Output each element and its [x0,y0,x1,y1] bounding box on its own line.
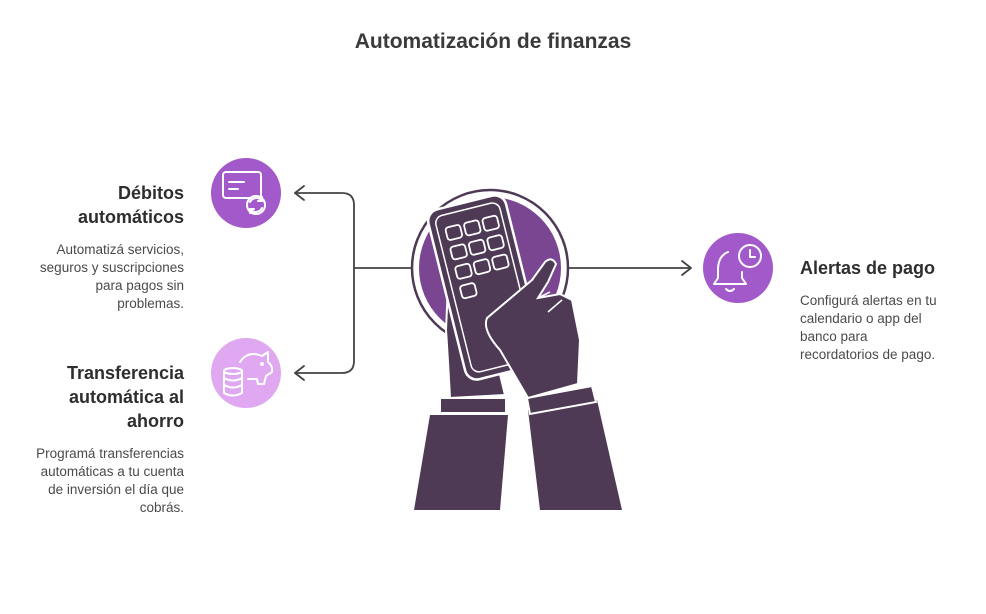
alertas-desc-line: recordatorios de pago. [800,347,936,362]
debitos-desc-line: problemas. [117,296,184,311]
alertas-desc-line: banco para [800,329,868,344]
transferencia-heading: Transferencia automática al ahorro [20,361,184,433]
debitos-heading-line: automáticos [77,207,184,227]
transferencia-heading-line: Transferencia [66,363,184,383]
debitos-desc-line: para pagos sin [95,278,184,293]
hands-holding-calculator-icon [410,188,622,510]
connector-to-transferencia [294,204,355,374]
transferencia-heading-line: ahorro [126,411,184,431]
debitos-description: Automatizá servicios, seguros y suscripc… [10,241,184,313]
alertas-description: Configurá alertas en tu calendario o app… [800,292,980,364]
debitos-heading-line: Débitos [117,183,184,203]
alertas-desc-line: calendario o app del [800,311,922,326]
transferencia-desc-line: cobrás. [139,500,184,515]
arrowhead-transferencia [294,365,305,381]
node-transferencia [211,338,281,408]
node-alertas [703,233,773,303]
transferencia-heading-line: automática al [68,387,184,407]
node-debitos [211,158,281,228]
transferencia-desc-line: de inversión el día que [48,482,184,497]
alertas-heading: Alertas de pago [800,256,980,280]
debitos-desc-line: Automatizá servicios, [56,242,184,257]
debitos-desc-line: seguros y suscripciones [39,260,184,275]
piggy-bank-coins-icon [223,351,274,397]
debitos-heading: Débitos automáticos [20,181,184,229]
transferencia-description: Programá transferencias automáticas a tu… [6,445,184,517]
arrowhead-alertas [681,260,692,276]
alertas-heading-line: Alertas de pago [800,258,936,278]
transferencia-desc-line: Programá transferencias [36,446,184,461]
connector-to-debitos [294,192,355,206]
credit-card-refresh-icon [222,171,266,215]
arrowhead-debitos [294,185,305,201]
bell-clock-icon [713,244,762,292]
diagram-title: Automatización de finanzas [354,30,632,53]
transferencia-desc-line: automáticas a tu cuenta [40,464,184,479]
connector-lines [294,185,692,381]
alertas-desc-line: Configurá alertas en tu [800,293,937,308]
